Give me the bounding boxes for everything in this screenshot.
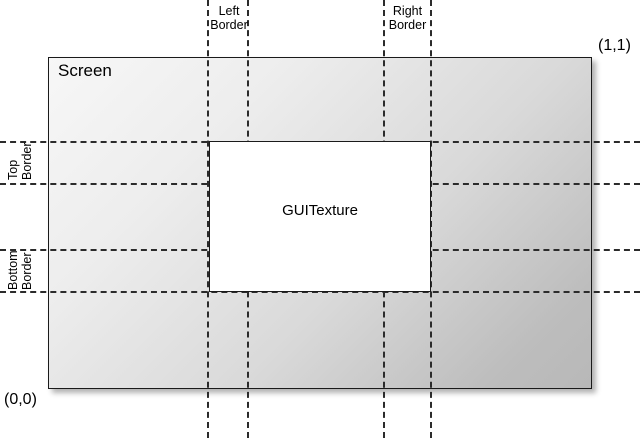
right-border-label-line1: Right [392, 4, 423, 18]
left-border-label: Left Border [203, 4, 255, 32]
guitexture-label: GUITexture [282, 202, 358, 219]
guide-line-vertical-right-outer [430, 0, 432, 438]
guide-line-vertical-left-outer [207, 0, 209, 438]
bottom-border-label-line2: Border [20, 252, 34, 290]
guide-line-horizontal-bottom-outer [0, 291, 640, 293]
corner-coordinate-bottom-left: (0,0) [4, 391, 37, 408]
bottom-border-label-line1: Bottom [6, 250, 20, 290]
guitexture-rectangle [209, 141, 431, 292]
top-border-label-line1: Top [6, 159, 20, 180]
right-border-label-line2: Border [388, 18, 427, 32]
right-border-label: Right Border [380, 4, 435, 32]
left-border-label-line1: Left [218, 4, 240, 18]
left-border-label-line2: Border [210, 18, 248, 32]
corner-coordinate-top-right: (1,1) [598, 37, 631, 54]
screen-label: Screen [58, 61, 112, 80]
top-border-label-line2: Border [20, 142, 34, 180]
